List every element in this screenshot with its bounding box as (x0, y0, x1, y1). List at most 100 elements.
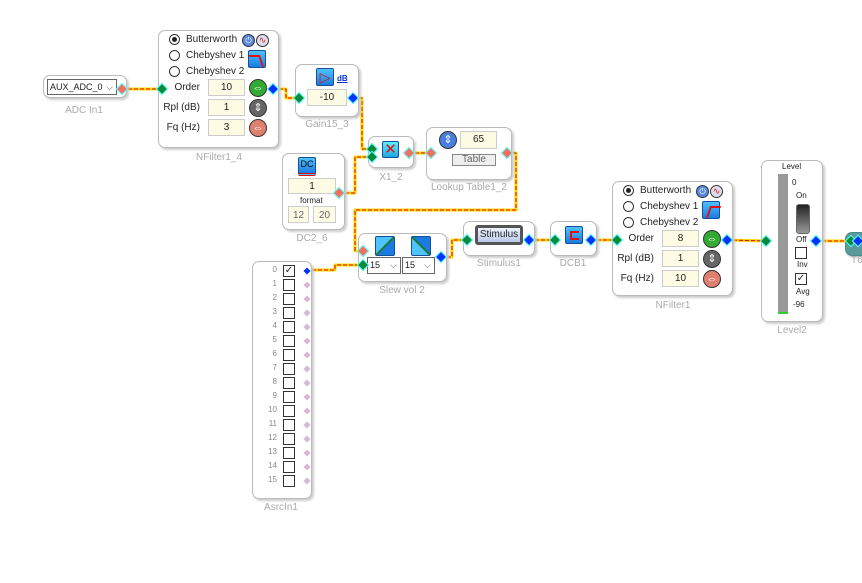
channel-checkbox[interactable] (283, 447, 295, 459)
channel-output-port[interactable] (303, 323, 311, 331)
wire[interactable] (354, 152, 517, 252)
inv-checkbox[interactable] (795, 247, 807, 259)
channel-output-port[interactable] (303, 421, 311, 429)
channel-label: 7 (272, 363, 277, 372)
wire[interactable] (273, 88, 299, 99)
avg-checkbox[interactable]: ✓ (795, 273, 807, 285)
order-arrows-icon[interactable]: ⇔ (249, 79, 267, 97)
adc-source-value: AUX_ADC_0 (50, 82, 103, 92)
wire[interactable] (441, 239, 467, 258)
frequency-arrows-icon[interactable]: ⇔ (703, 270, 721, 288)
lookup-table-block[interactable]: ⇕ 65 Table (426, 127, 512, 180)
filter-type-label: Chebyshev 1 (186, 50, 245, 61)
wire[interactable] (339, 156, 372, 194)
ripple-arrows-icon[interactable]: ⇕ (703, 250, 721, 268)
ripple-arrows-icon[interactable]: ⇕ (249, 99, 267, 117)
param-field[interactable]: 1 (208, 99, 245, 116)
wire[interactable] (306, 264, 363, 271)
param-field[interactable]: 1 (662, 250, 699, 267)
channel-checkbox[interactable] (283, 321, 295, 333)
channel-output-port[interactable] (303, 337, 311, 345)
param-field[interactable]: 10 (662, 270, 699, 287)
lut-value-field[interactable]: 65 (460, 131, 497, 149)
slew-volume-block[interactable]: 15⌵ 15⌵ (358, 233, 447, 282)
channel-label: 13 (268, 447, 277, 456)
channel-checkbox[interactable]: ✓ (283, 265, 295, 277)
format-a-field[interactable]: 12 (288, 206, 309, 223)
frequency-arrows-icon[interactable]: ⇔ (249, 119, 267, 137)
channel-checkbox[interactable] (283, 419, 295, 431)
slew-up-dropdown[interactable]: 15⌵ (367, 257, 401, 274)
filter-type-label: Chebyshev 1 (640, 201, 699, 212)
slew-down-dropdown[interactable]: 15⌵ (402, 257, 435, 274)
ramp-down-icon (411, 236, 431, 256)
adc-source-dropdown[interactable]: AUX_ADC_0⌵ (47, 79, 117, 95)
channel-output-port[interactable] (303, 435, 311, 443)
channel-output-port[interactable] (303, 463, 311, 471)
clock-icon[interactable]: ⏻ (242, 34, 255, 47)
up-down-arrows-icon[interactable]: ⇕ (439, 131, 457, 149)
param-field[interactable]: 3 (208, 119, 245, 136)
channel-checkbox[interactable] (283, 349, 295, 361)
filter-type-radio[interactable] (169, 34, 180, 45)
block-label: Lookup Table1_2 (431, 182, 507, 193)
channel-checkbox[interactable] (283, 461, 295, 473)
db-link[interactable]: dB (337, 74, 348, 83)
channel-checkbox[interactable] (283, 307, 295, 319)
channel-checkbox[interactable] (283, 363, 295, 375)
channel-checkbox[interactable] (283, 405, 295, 417)
sine-wave-icon[interactable]: ∿ (710, 185, 723, 198)
filter-type-radio[interactable] (169, 66, 180, 77)
filter-type-radio[interactable] (623, 185, 634, 196)
channel-checkbox[interactable] (283, 279, 295, 291)
channel-output-port[interactable] (303, 365, 311, 373)
param-field[interactable]: 8 (662, 230, 699, 247)
channel-label: 11 (268, 419, 277, 428)
format-b-field[interactable]: 20 (313, 206, 336, 223)
channel-label: 14 (268, 461, 277, 470)
channel-checkbox[interactable] (283, 293, 295, 305)
dc-value-field[interactable]: 1 (288, 178, 336, 194)
channel-output-port[interactable] (303, 267, 311, 275)
clock-icon[interactable]: ⏻ (696, 185, 709, 198)
slew-up-value: 15 (370, 260, 381, 270)
channel-label: 8 (272, 377, 277, 386)
order-arrows-icon[interactable]: ⇔ (703, 230, 721, 248)
channel-output-port[interactable] (303, 477, 311, 485)
channel-checkbox[interactable] (283, 391, 295, 403)
sine-wave-icon[interactable]: ∿ (256, 34, 269, 47)
channel-checkbox[interactable] (283, 433, 295, 445)
channel-output-port[interactable] (303, 379, 311, 387)
channel-label: 0 (272, 265, 277, 274)
filter-type-radio[interactable] (623, 201, 634, 212)
adc-in-block[interactable]: AUX_ADC_0⌵ (43, 75, 127, 98)
channel-label: 15 (268, 475, 277, 484)
channel-label: 5 (272, 335, 277, 344)
param-field[interactable]: 10 (208, 79, 245, 96)
block-label: T6 (851, 255, 862, 266)
table-button[interactable]: Table (452, 154, 496, 166)
channel-checkbox[interactable] (283, 335, 295, 347)
channel-output-port[interactable] (303, 281, 311, 289)
channel-output-port[interactable] (303, 449, 311, 457)
on-off-toggle[interactable] (796, 204, 810, 234)
gain-block[interactable]: ▷ dB -10 (295, 64, 359, 117)
channel-output-port[interactable] (303, 407, 311, 415)
channel-checkbox[interactable] (283, 475, 295, 487)
channel-output-port[interactable] (303, 393, 311, 401)
wire[interactable] (726, 239, 767, 242)
filter-type-radio[interactable] (623, 217, 634, 228)
channel-output-port[interactable] (303, 351, 311, 359)
stimulus-button[interactable]: Stimulus (475, 225, 523, 245)
highpass-icon (565, 226, 583, 244)
filter-type-radio[interactable] (169, 50, 180, 61)
channel-output-port[interactable] (303, 309, 311, 317)
gain-value-field[interactable]: -10 (307, 89, 347, 106)
level-meter-bar (778, 174, 788, 314)
channel-checkbox[interactable] (283, 377, 295, 389)
channel-output-port[interactable] (303, 295, 311, 303)
amplifier-icon: ▷ (316, 68, 334, 86)
